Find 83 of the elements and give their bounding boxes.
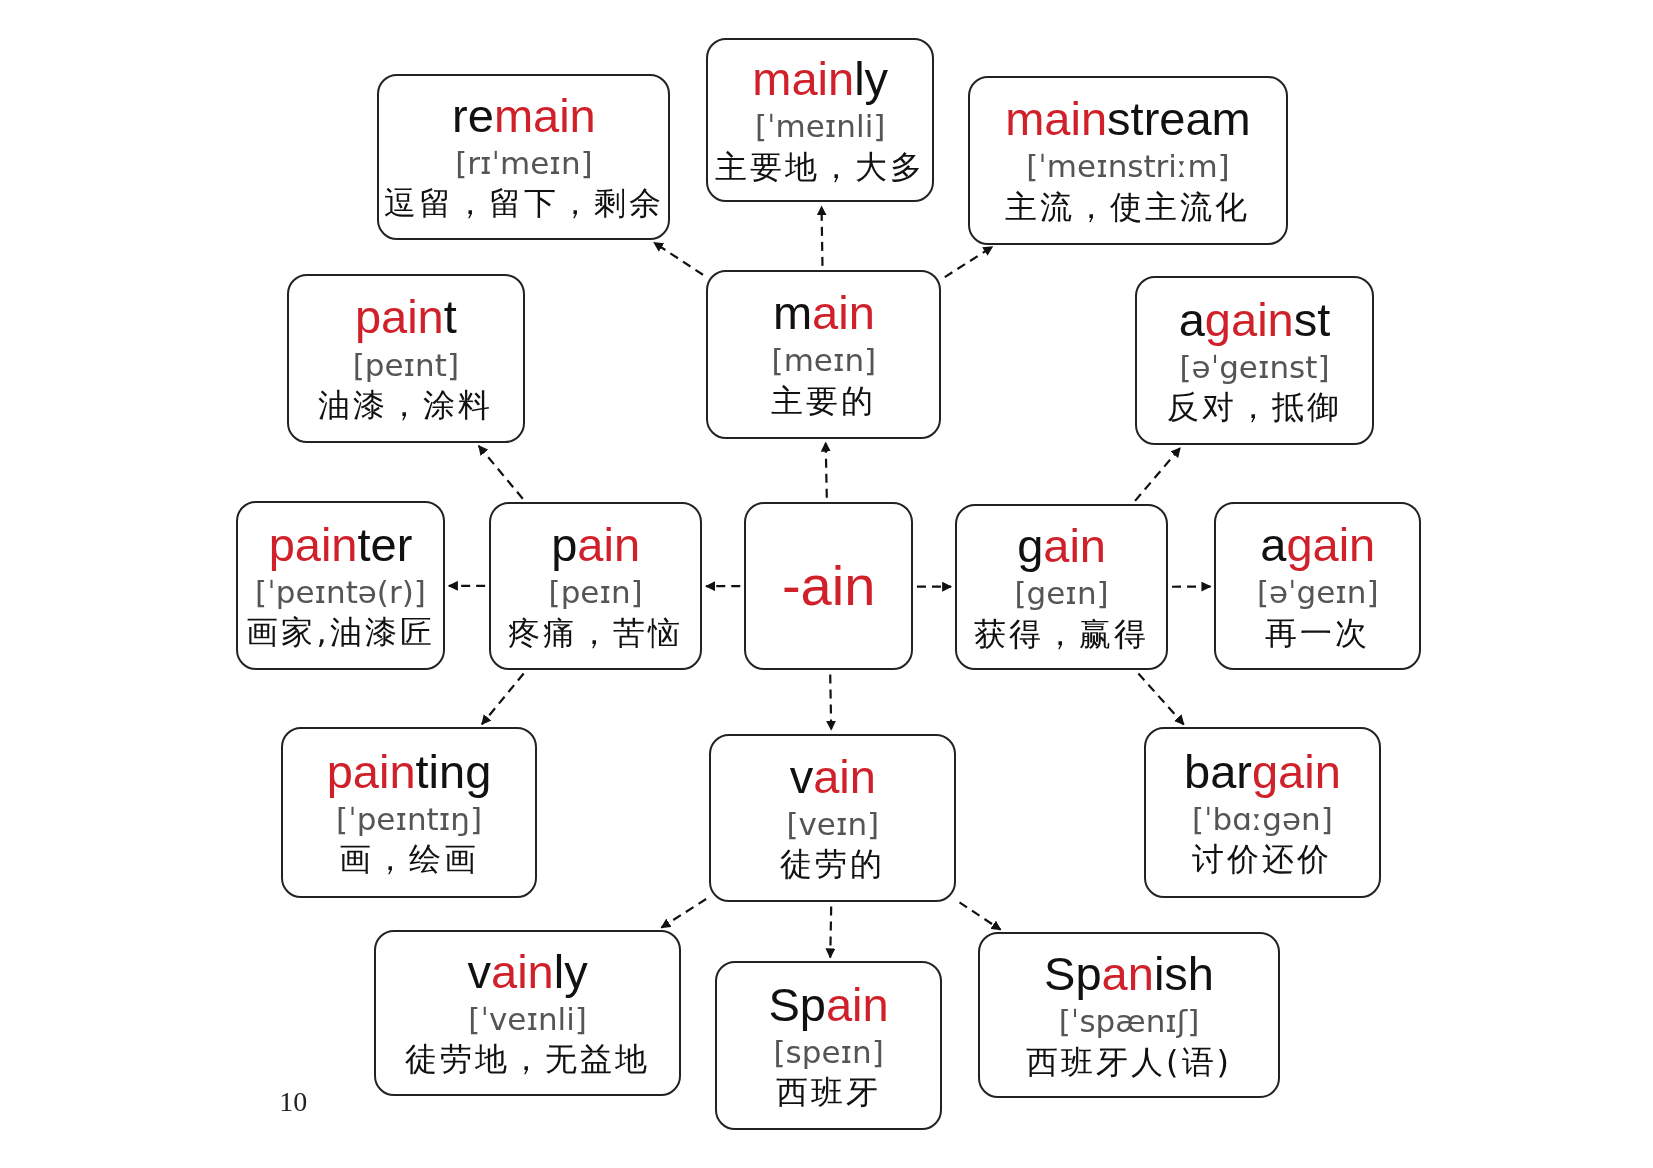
- phonetic-transcription: [ˈmeɪnstriːm]: [1026, 147, 1230, 187]
- translation: 疼痛，苦恼: [508, 612, 684, 654]
- word: remain: [452, 89, 596, 144]
- phonetic-transcription: [peɪnt]: [352, 345, 459, 385]
- phonetic-transcription: [ˈpeɪntɪŋ]: [336, 799, 482, 839]
- translation: 徒劳地，无益地: [405, 1039, 651, 1081]
- word-card: [236, 500, 445, 671]
- word: again: [1260, 518, 1376, 573]
- phonetic-transcription: [speɪn]: [773, 1032, 884, 1072]
- arrow: [958, 901, 1002, 931]
- word: mainly: [752, 52, 889, 107]
- phonetic-transcription: [geɪn]: [1014, 574, 1109, 614]
- word-card: [709, 733, 957, 903]
- word-card: [714, 961, 943, 1131]
- translation: 再一次: [1265, 612, 1371, 654]
- translation: 西班牙: [776, 1072, 882, 1114]
- phonetic-transcription: [ˈveɪnli]: [468, 1000, 587, 1040]
- arrow: [1134, 447, 1181, 502]
- phonetic-transcription: [veɪn]: [786, 805, 880, 845]
- phonetic-transcription: [ˈpeɪntə(r)]: [255, 572, 426, 612]
- word: paint: [354, 290, 457, 345]
- phonetic-transcription: [ˈbɑːgən]: [1191, 799, 1333, 839]
- translation: 逗留，留下，剩余: [383, 183, 664, 225]
- phonetic-transcription: [ˈmeɪnli]: [754, 107, 886, 147]
- word: vainly: [467, 945, 588, 1000]
- arrow: [447, 580, 486, 591]
- word: painting: [326, 744, 492, 799]
- phonetic-transcription: [əˈgeɪn]: [1256, 573, 1379, 613]
- word: gain: [1017, 519, 1106, 574]
- translation: 主流，使主流化: [1005, 186, 1251, 228]
- phonetic-transcription: [meɪn]: [771, 341, 877, 381]
- arrow: [653, 241, 704, 276]
- translation: 讨价还价: [1192, 839, 1333, 881]
- arrow: [816, 205, 827, 266]
- word: mainstream: [1005, 92, 1251, 147]
- arrow: [705, 581, 741, 592]
- page-number: 10: [279, 1085, 308, 1118]
- word-card: [374, 929, 681, 1097]
- word: bargain: [1184, 744, 1341, 799]
- word: pain: [551, 518, 641, 573]
- translation: 获得，赢得: [974, 613, 1150, 655]
- arrow: [1172, 581, 1212, 592]
- word-card: [967, 75, 1289, 245]
- arrow: [1137, 672, 1185, 726]
- word-card: [706, 269, 942, 439]
- translation: 主要地，大多: [715, 146, 926, 188]
- word-card: [1143, 727, 1381, 899]
- word: -ain: [781, 553, 876, 619]
- word-card: [377, 73, 671, 241]
- translation: 画家,油漆匠: [246, 611, 435, 653]
- translation: 反对，抵御: [1167, 386, 1342, 428]
- word-card: [489, 501, 703, 671]
- word-card: [978, 931, 1280, 1099]
- word: Spain: [768, 977, 889, 1032]
- word-card: [955, 503, 1169, 671]
- arrow: [826, 674, 837, 731]
- phonetic-transcription: [ˈspænɪʃ]: [1058, 1002, 1200, 1042]
- word-card: [706, 37, 934, 203]
- translation: 徒劳的: [780, 844, 886, 886]
- arrow: [481, 672, 525, 726]
- word-card: [744, 501, 913, 671]
- phonetic-transcription: [rɪˈmeɪn]: [455, 144, 593, 184]
- word: vain: [789, 750, 876, 805]
- arrow: [944, 245, 994, 279]
- word-card: [1135, 276, 1374, 445]
- translation: 画，绘画: [339, 839, 479, 881]
- arrow: [820, 441, 831, 498]
- word: against: [1178, 292, 1331, 347]
- word: Spanish: [1044, 947, 1214, 1002]
- translation: 主要的: [771, 380, 877, 422]
- phonetic-transcription: [əˈgeɪnst]: [1179, 347, 1330, 387]
- arrow: [916, 581, 953, 592]
- word-card: [286, 274, 525, 443]
- word-card: [1214, 501, 1422, 671]
- arrow: [477, 445, 524, 500]
- translation: 油漆，涂料: [318, 384, 494, 426]
- phonetic-transcription: [peɪn]: [548, 573, 643, 613]
- word: main: [772, 286, 875, 341]
- translation: 西班牙人(语): [1026, 1041, 1233, 1083]
- arrow: [660, 898, 707, 929]
- word-card: [281, 727, 537, 899]
- word: painter: [268, 517, 413, 572]
- arrow: [825, 906, 836, 959]
